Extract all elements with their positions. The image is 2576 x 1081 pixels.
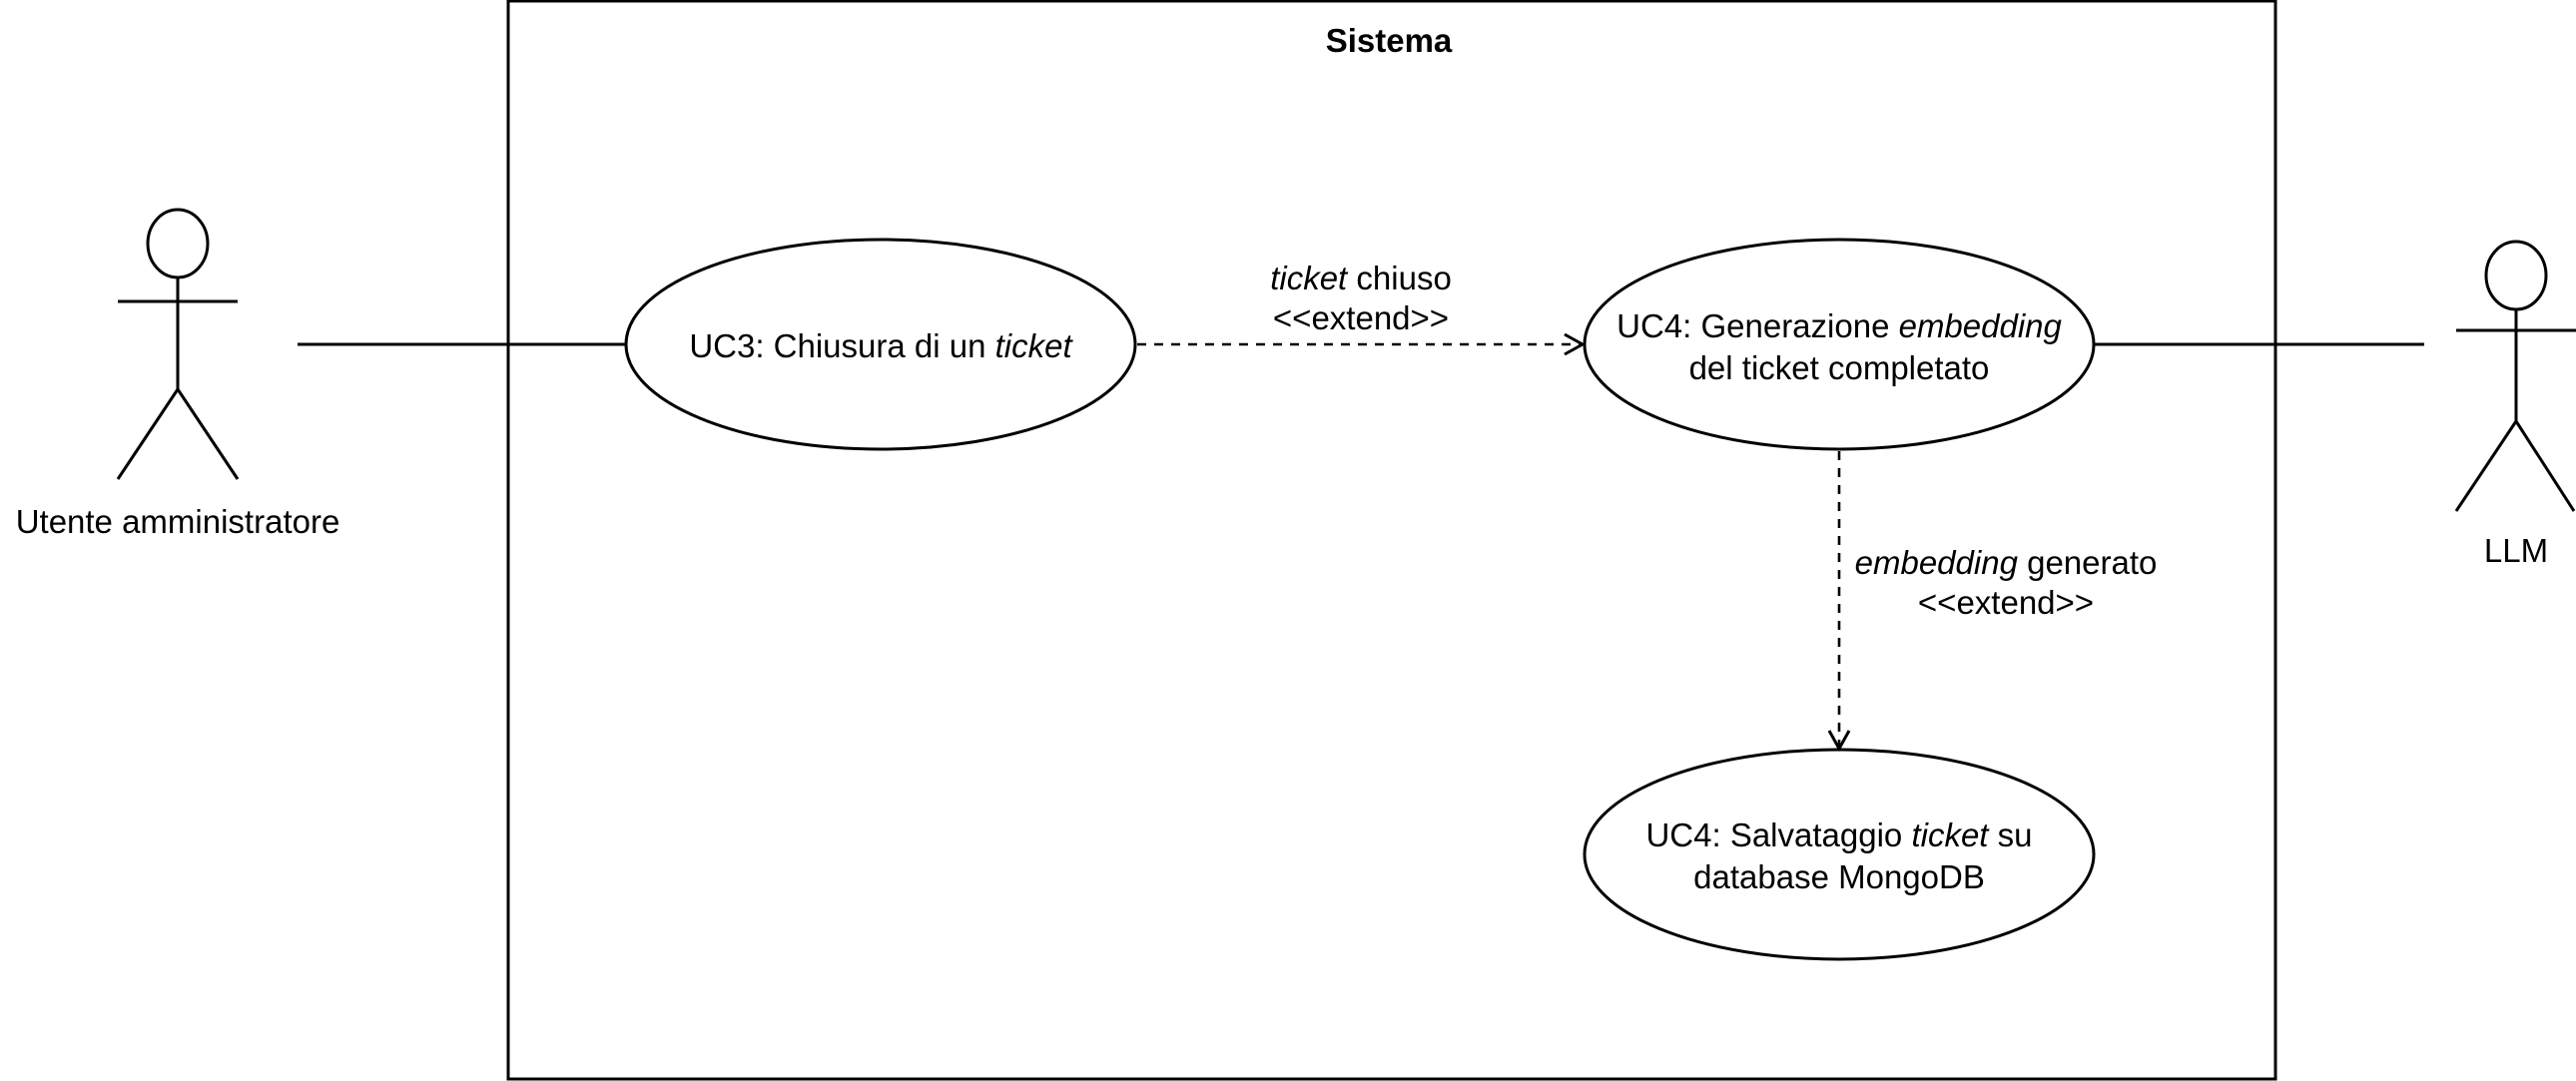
use-case-uc3[interactable]: UC3: Chiusura di un ticket bbox=[624, 238, 1137, 451]
use-case-uc4-save-line1: UC4: Salvataggio ticket su bbox=[1645, 816, 2032, 853]
system-boundary bbox=[506, 0, 2277, 1081]
italic-text-span: ticket bbox=[1270, 260, 1349, 296]
text-span: database MongoDB bbox=[1693, 858, 1985, 895]
extend-2-stereotype: <<extend>> bbox=[1918, 584, 2094, 621]
actor-leg-left bbox=[2454, 420, 2518, 512]
use-case-uc4-save[interactable]: UC4: Salvataggio ticket su database Mong… bbox=[1583, 748, 2096, 961]
arrow-head bbox=[1827, 730, 1851, 753]
text-span: UC4: Salvataggio bbox=[1645, 816, 1911, 853]
use-case-ellipse bbox=[1583, 748, 2096, 961]
italic-text-span: embedding bbox=[1899, 307, 2063, 344]
text-span: generato bbox=[2018, 544, 2157, 581]
text-span: UC4: Generazione bbox=[1616, 307, 1898, 344]
actor-llm-label: LLM bbox=[2484, 532, 2548, 569]
text-span: chiuso bbox=[1347, 260, 1452, 296]
use-case-ellipse bbox=[624, 238, 1137, 451]
arrow-head bbox=[1564, 332, 1587, 356]
actor-admin-label: Utente amministratore bbox=[16, 503, 340, 540]
actor-leg-right bbox=[2514, 420, 2576, 512]
italic-text-span: ticket bbox=[1911, 816, 1990, 853]
text-span: UC3: Chiusura di un bbox=[689, 327, 994, 364]
text-span: del ticket completato bbox=[1689, 349, 1990, 386]
use-case-uc4-embedding-line1: UC4: Generazione embedding bbox=[1616, 307, 2062, 344]
extend-2-label: embedding generato bbox=[1855, 544, 2158, 581]
actor-leg-right bbox=[176, 388, 240, 480]
actor-leg-left bbox=[116, 388, 180, 480]
extend-1-label: ticket chiuso bbox=[1270, 260, 1452, 296]
use-case-uc4-embedding[interactable]: UC4: Generazione embedding del ticket co… bbox=[1583, 238, 2096, 451]
use-case-uc4-save-line2: database MongoDB bbox=[1693, 858, 1985, 895]
italic-text-span: embedding bbox=[1855, 544, 2019, 581]
extend-arrow-1 bbox=[1137, 332, 1587, 356]
extend-arrow-2 bbox=[1827, 451, 1851, 753]
extend-1-stereotype: <<extend>> bbox=[1273, 299, 1449, 336]
use-case-uc4-embedding-line2: del ticket completato bbox=[1689, 349, 1990, 386]
actor-head bbox=[146, 208, 210, 279]
text-span: su bbox=[1988, 816, 2032, 853]
actor-admin[interactable] bbox=[116, 208, 240, 480]
use-case-ellipse bbox=[1583, 238, 2096, 451]
actor-head bbox=[2484, 240, 2548, 311]
actor-llm[interactable] bbox=[2454, 240, 2576, 512]
use-case-uc3-label: UC3: Chiusura di un ticket bbox=[689, 327, 1073, 364]
system-title: Sistema bbox=[1326, 22, 1453, 59]
italic-text-span: ticket bbox=[995, 327, 1074, 364]
